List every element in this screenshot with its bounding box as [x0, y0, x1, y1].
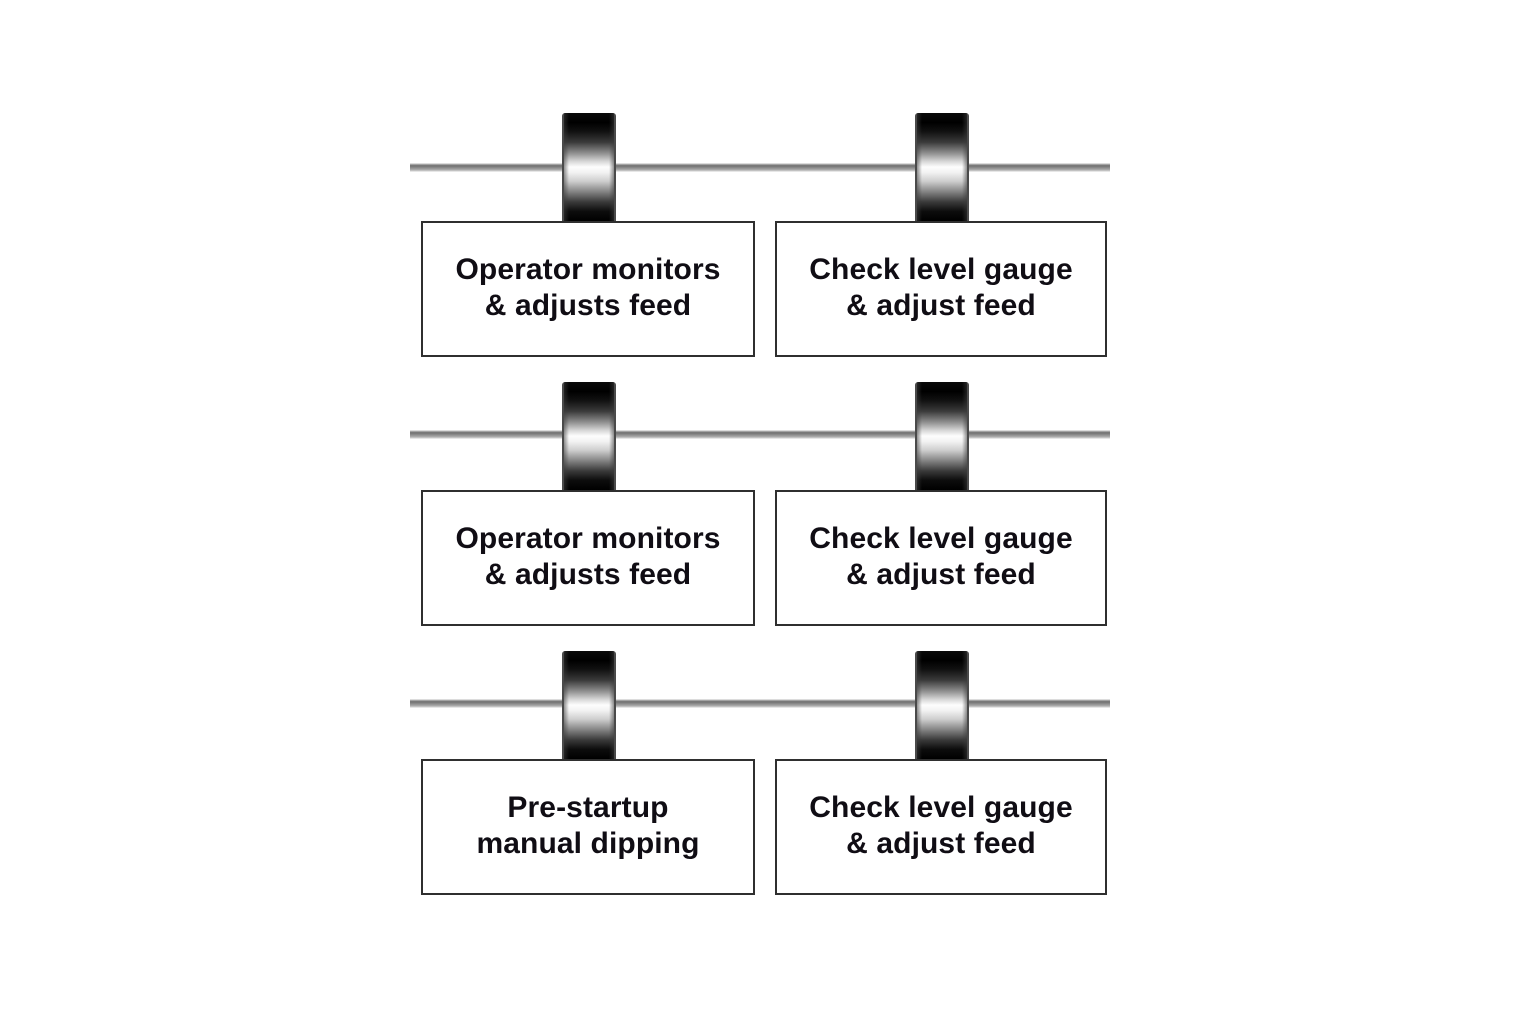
process-box-row-3-right[interactable]: Check level gauge & adjust feed: [775, 759, 1107, 895]
flow-line-row-3: [410, 699, 1110, 708]
process-box-label: Check level gauge & adjust feed: [809, 253, 1073, 322]
process-box-row-3-left[interactable]: Pre-startup manual dipping: [421, 759, 755, 895]
roller-icon-row-3-left: [562, 651, 616, 759]
flow-line-row-2: [410, 430, 1110, 439]
process-box-label: Operator monitors & adjusts feed: [455, 522, 721, 591]
process-box-label: Check level gauge & adjust feed: [809, 522, 1073, 591]
process-box-label: Operator monitors & adjusts feed: [455, 253, 721, 322]
process-box-row-2-left[interactable]: Operator monitors & adjusts feed: [421, 490, 755, 626]
roller-icon-row-2-right: [915, 382, 969, 490]
roller-icon-row-3-right: [915, 651, 969, 759]
process-box-row-1-right[interactable]: Check level gauge & adjust feed: [775, 221, 1107, 357]
process-box-row-1-left[interactable]: Operator monitors & adjusts feed: [421, 221, 755, 357]
roller-icon-row-1-right: [915, 113, 969, 221]
roller-icon-row-2-left: [562, 382, 616, 490]
process-box-label: Pre-startup manual dipping: [476, 791, 700, 860]
process-box-label: Check level gauge & adjust feed: [809, 791, 1073, 860]
process-box-row-2-right[interactable]: Check level gauge & adjust feed: [775, 490, 1107, 626]
roller-icon-row-1-left: [562, 113, 616, 221]
flow-line-row-1: [410, 163, 1110, 172]
